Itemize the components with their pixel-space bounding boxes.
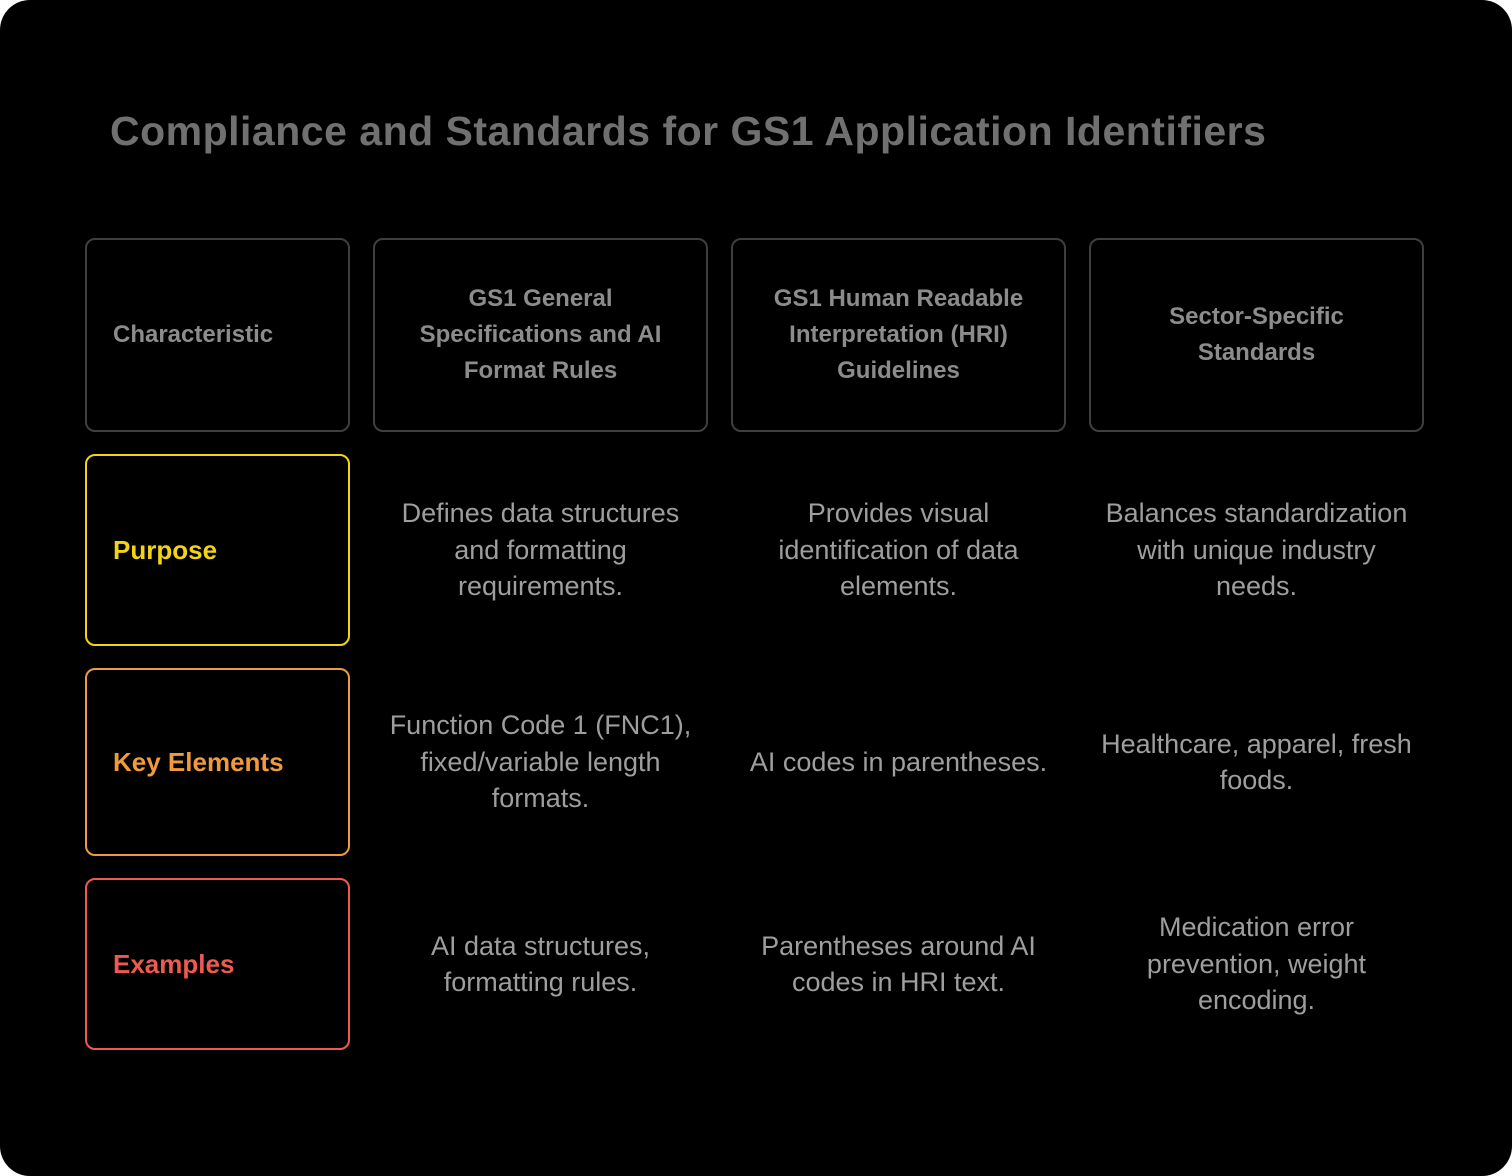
header-cell-sector-specific-standards: Sector-Specific Standards: [1089, 238, 1424, 432]
cell-examples-general-specs: AI data structures, formatting rules.: [430, 930, 651, 997]
header-cell-hri-guidelines: GS1 Human Readable Interpretation (HRI) …: [731, 238, 1066, 432]
header-cell-gs1-general-specifications: GS1 General Specifications and AI Format…: [373, 238, 708, 432]
cell-purpose-general-specs: Defines data structures and formatting r…: [401, 498, 680, 602]
page-title: Compliance and Standards for GS1 Applica…: [110, 108, 1267, 154]
row-label-examples: Examples: [85, 878, 350, 1050]
header-cell-characteristic: Characteristic: [85, 238, 350, 432]
cell-purpose-sector: Balances standardization with unique ind…: [1105, 498, 1408, 602]
cell-key-elements-sector: Healthcare, apparel, fresh foods.: [1101, 728, 1412, 795]
cell-key-elements-hri: AI codes in parentheses.: [749, 746, 1048, 777]
cell-examples-sector: Medication error prevention, weight enco…: [1146, 912, 1367, 1016]
cell-key-elements-general-specs: Function Code 1 (FNC1), fixed/variable l…: [389, 710, 692, 814]
row-label-key-elements: Key Elements: [85, 668, 350, 856]
cell-purpose-hri: Provides visual identification of data e…: [778, 498, 1019, 602]
comparison-table: Characteristic GS1 General Specification…: [85, 238, 1424, 1050]
row-label-purpose: Purpose: [85, 454, 350, 646]
cell-examples-hri: Parentheses around AI codes in HRI text.: [761, 930, 1036, 997]
